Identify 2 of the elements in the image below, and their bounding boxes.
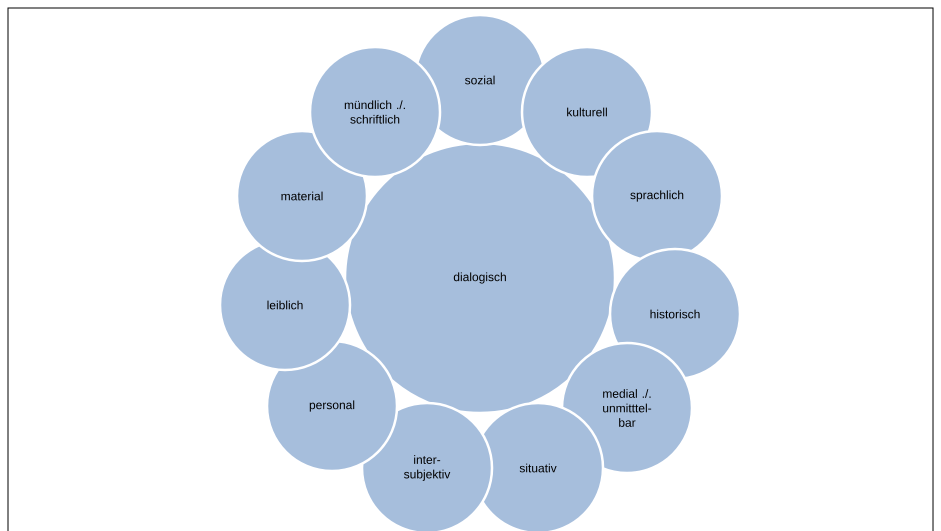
node-label: inter-subjektiv bbox=[404, 455, 450, 481]
node-label: situativ bbox=[520, 464, 557, 472]
